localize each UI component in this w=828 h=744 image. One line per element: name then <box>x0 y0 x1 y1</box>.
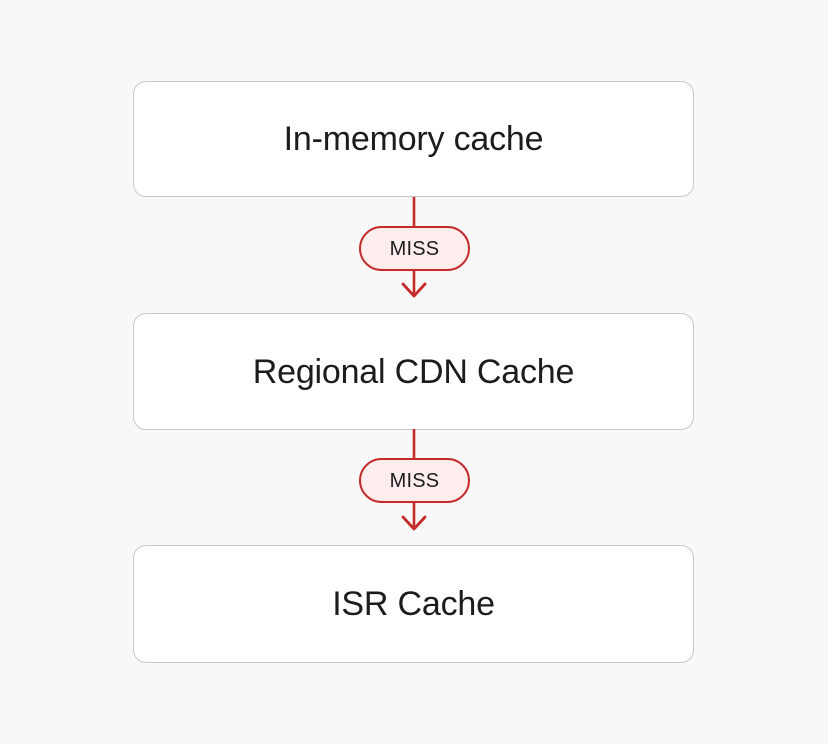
node-label: Regional CDN Cache <box>252 352 575 391</box>
edge-label-text: MISS <box>389 237 440 260</box>
node-in-memory-cache[interactable]: In-memory cache <box>133 81 694 197</box>
edge-label-text: MISS <box>389 469 440 492</box>
edge-arrowhead <box>401 282 427 298</box>
node-label: In-memory cache <box>283 120 544 158</box>
node-label: ISR Cache <box>332 585 495 623</box>
edge-arrowhead <box>401 515 427 531</box>
node-isr-cache[interactable]: ISR Cache <box>133 545 694 663</box>
node-regional-cdn-cache[interactable]: Regional CDN Cache <box>133 313 694 430</box>
edge-label-miss-2[interactable]: MISS <box>359 458 470 503</box>
edge-label-miss-1[interactable]: MISS <box>359 226 470 271</box>
